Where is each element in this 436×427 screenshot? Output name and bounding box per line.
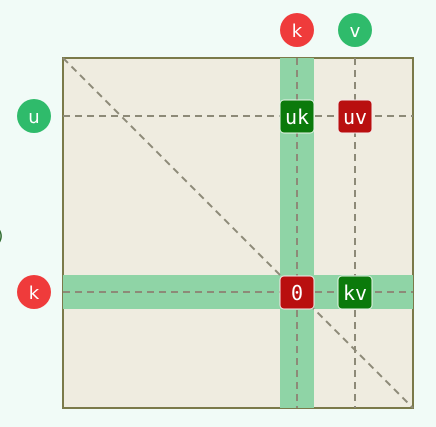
left-label-u-text: u <box>28 107 39 128</box>
left-label-k: k <box>17 275 51 309</box>
cell-kv-text: kv <box>343 281 367 305</box>
cell-kv: kv <box>337 275 373 310</box>
left-label-u: u <box>17 99 51 133</box>
left-label-k-text: k <box>29 283 40 304</box>
edge-paren-text: ) <box>0 226 3 245</box>
cell-zero: 0 <box>279 275 315 310</box>
cell-zero-text: 0 <box>291 281 303 305</box>
cell-uk-text: uk <box>285 105 309 129</box>
cell-uk: uk <box>279 99 315 134</box>
cell-uv-text: uv <box>343 105 367 129</box>
top-label-v-text: v <box>350 21 361 42</box>
cell-uv: uv <box>337 99 373 134</box>
top-label-v: v <box>338 13 372 47</box>
top-label-k: k <box>280 13 314 47</box>
top-label-k-text: k <box>292 21 303 42</box>
